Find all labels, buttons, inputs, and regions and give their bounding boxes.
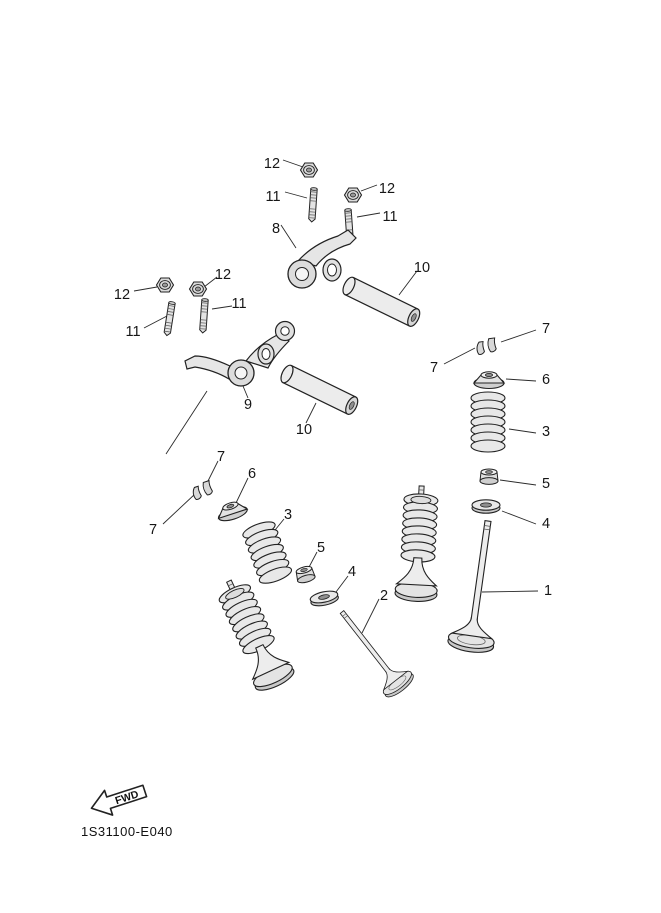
rocker-shaft (277, 362, 361, 417)
callout-label: 9 (244, 397, 252, 413)
callout-label: 4 (348, 564, 356, 580)
fwd-label: FWD (114, 788, 141, 807)
callout-label: 11 (125, 324, 140, 340)
callout-label: 1 (544, 583, 552, 599)
callout-label: 12 (215, 267, 231, 283)
spring-seat (471, 499, 501, 514)
locknut (155, 277, 175, 293)
callout-label: 10 (296, 422, 312, 438)
valve-adjust-screw (163, 300, 176, 337)
callout-label: 8 (272, 221, 280, 237)
assembled-valve-spring (209, 571, 298, 696)
callout-label: 7 (542, 321, 550, 337)
callout-label: 7 (217, 449, 225, 465)
spring-seat (308, 588, 340, 609)
valve-spring (470, 391, 506, 453)
assembled-valve-spring (394, 484, 444, 604)
callout-label: 6 (248, 466, 256, 482)
valve-spring (240, 517, 294, 588)
callout-label: 11 (382, 209, 397, 225)
valve-stem-seal (294, 564, 317, 585)
fwd-arrow: FWD (90, 784, 148, 816)
locknut (188, 281, 208, 297)
callout-label: 5 (542, 476, 550, 492)
callout-label: 7 (430, 360, 438, 376)
callout-label: 11 (231, 296, 246, 312)
rocker-shaft (339, 274, 423, 329)
callout-labels: 12 12 11 11 8 10 12 12 11 11 7 7 6 9 10 … (114, 156, 552, 604)
callout-label: 12 (379, 181, 395, 197)
callout-label: 10 (414, 260, 430, 276)
callout-label: 7 (149, 522, 157, 538)
callout-label: 12 (114, 287, 130, 303)
rocker-arm (287, 229, 357, 289)
callout-label: 6 (542, 372, 550, 388)
locknut (299, 162, 319, 178)
callout-label: 5 (317, 540, 325, 556)
callout-label: 12 (264, 156, 280, 172)
valve-adjust-screw (308, 186, 318, 223)
locknut (343, 187, 363, 203)
callout-label: 3 (542, 424, 550, 440)
valve (327, 600, 417, 702)
callout-label: 3 (284, 507, 292, 523)
fwd-arrow-icon (90, 784, 148, 816)
diagram-code: 1S31100-E040 (81, 824, 173, 839)
leader-lines (133, 159, 539, 634)
spring-retainer (214, 497, 250, 525)
callout-label: 2 (380, 588, 388, 604)
valve-stem-seal (479, 468, 499, 485)
valve (446, 517, 512, 656)
valve-cotter-pair (190, 480, 214, 501)
spring-retainer (473, 371, 505, 390)
rocker-arm-assembly (184, 320, 296, 387)
callout-label: 4 (542, 516, 550, 532)
callout-label: 11 (265, 189, 280, 205)
valve-adjust-screw (199, 297, 209, 334)
valve-cotter-pair (475, 337, 498, 356)
